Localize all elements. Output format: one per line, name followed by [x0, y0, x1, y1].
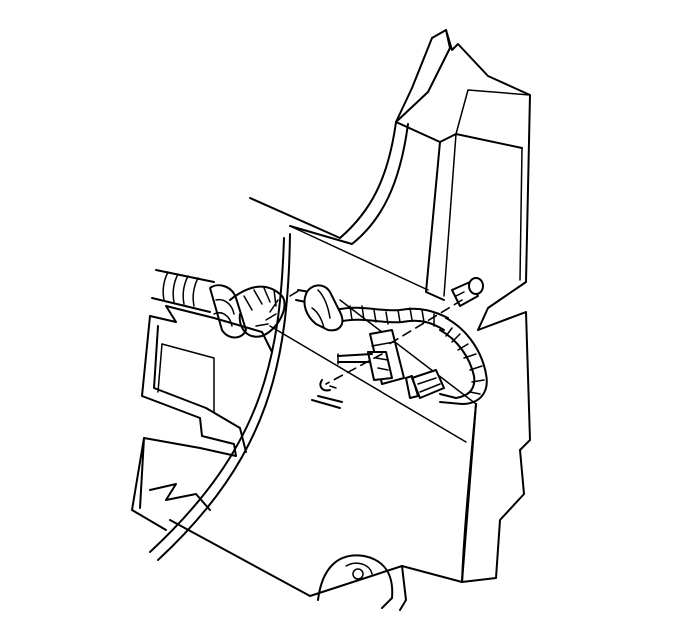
fastener — [311, 379, 343, 409]
body-panel — [149, 225, 531, 611]
pillar-bracket — [249, 29, 531, 331]
alignment-lines — [289, 289, 463, 385]
harness-clip — [303, 284, 344, 332]
connector — [405, 369, 445, 399]
sensor — [451, 277, 484, 307]
wiring-harness — [229, 285, 488, 405]
mounting-stud — [337, 329, 405, 385]
harness-conduit — [151, 269, 247, 339]
panel-cutout — [317, 554, 394, 609]
